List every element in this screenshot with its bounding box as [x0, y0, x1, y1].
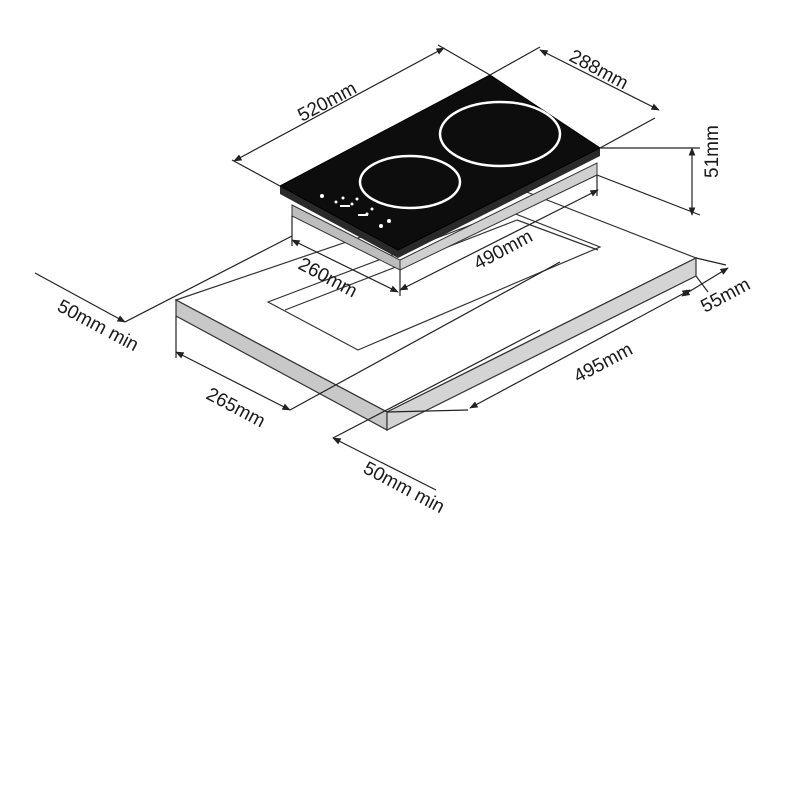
label-clearance-front: 50mm min	[360, 458, 448, 518]
control-dot	[387, 219, 391, 223]
label-height: 51mm	[702, 125, 723, 178]
control-dot	[350, 202, 354, 206]
control-dot	[379, 224, 383, 228]
label-counter-width: 495mm	[570, 339, 636, 387]
control-dot	[355, 197, 359, 201]
control-dot	[341, 196, 345, 200]
control-bar	[358, 214, 368, 216]
control-dot	[334, 200, 338, 204]
label-top-width: 520mm	[294, 78, 360, 126]
label-top-depth: 288mm	[566, 46, 632, 94]
control-dot	[320, 194, 324, 198]
control-dot	[370, 207, 374, 211]
touch-controls	[320, 194, 391, 228]
label-clearance-side: 50mm min	[54, 296, 142, 356]
control-bar	[340, 205, 350, 207]
label-counter-thickness: 55mm	[697, 274, 753, 317]
label-counter-depth: 265mm	[203, 384, 269, 432]
dimension-lines	[34, 44, 729, 491]
